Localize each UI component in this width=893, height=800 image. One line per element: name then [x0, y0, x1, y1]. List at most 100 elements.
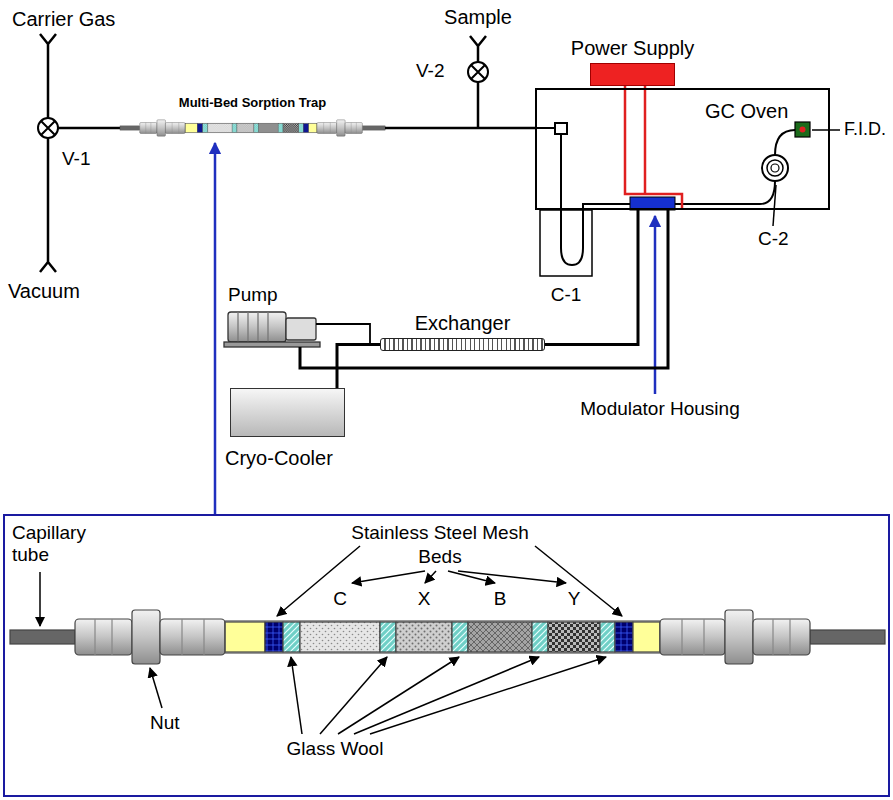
drawing-part	[660, 619, 725, 655]
drawing-part	[532, 622, 548, 652]
drawing-part	[725, 610, 753, 664]
oven-box: GC Oven	[535, 88, 830, 210]
drawing-part	[615, 622, 633, 652]
drawing-part	[95, 619, 112, 655]
part-label: Beds	[418, 546, 461, 568]
drawing-part	[675, 181, 775, 204]
drawing-part	[352, 571, 425, 583]
drawing-part	[286, 318, 316, 340]
drawing-part	[228, 312, 286, 342]
connector	[385, 127, 535, 130]
part-label: Nut	[150, 712, 180, 734]
node-label: Exchanger	[415, 312, 511, 335]
drawing-part	[41, 121, 55, 135]
drawing-part	[182, 619, 204, 655]
drawing-part	[561, 134, 630, 265]
drawing-part	[548, 622, 600, 652]
drawing-part	[753, 619, 810, 655]
cryo-cooler-box: Cryo-Cooler	[230, 388, 345, 437]
drawing-part	[370, 657, 606, 734]
drawing-part	[633, 622, 660, 652]
drawing-part	[800, 127, 806, 133]
node-label: Power Supply	[571, 37, 694, 60]
drawing-part	[277, 546, 360, 616]
part-label: Modulator Housing	[580, 398, 739, 420]
leader-arrows	[40, 546, 622, 734]
node-label: Cryo-Cooler	[225, 447, 333, 470]
drawing-part	[238, 312, 268, 342]
drawing-part	[283, 622, 300, 652]
part-label: Capillary tube	[12, 522, 107, 566]
drawing-part	[132, 610, 160, 664]
trap-assembly: Multi-Bed Sorption Trap	[120, 96, 385, 140]
part-label: Stainless Steel Mesh	[351, 522, 528, 544]
carrier-gas-line	[40, 34, 486, 272]
drawing-part	[354, 657, 539, 734]
drawing-part	[225, 622, 265, 652]
column-label: C-2	[758, 228, 789, 250]
valve-label: V-1	[62, 148, 91, 170]
fid-symbol	[795, 122, 810, 137]
drawing-part	[775, 130, 795, 155]
bed-letter: X	[418, 588, 431, 610]
drawing-part	[75, 619, 132, 655]
drawing-part	[291, 657, 302, 734]
part-label: Pump	[228, 284, 278, 306]
oven-plumbing	[535, 123, 840, 276]
trap-miniature	[120, 120, 385, 136]
drawing-part	[471, 65, 485, 79]
drawing-part	[540, 210, 592, 276]
drawing-part	[425, 571, 436, 583]
drawing-part	[225, 621, 660, 653]
drawing-part	[224, 342, 320, 347]
power-lead	[644, 86, 647, 194]
part-label: Glass Wool	[287, 738, 384, 760]
drawing-part	[773, 619, 790, 655]
drawing-part	[320, 657, 387, 734]
power-supply-box: Power Supply	[590, 63, 675, 86]
outlet-label: Vacuum	[8, 280, 80, 303]
node-label: GC Oven	[705, 100, 788, 123]
drawing-part	[40, 138, 56, 272]
drawing-part	[265, 622, 283, 652]
bed-letter: C	[333, 588, 347, 610]
inlet-label: Sample	[444, 6, 512, 29]
node-label: Multi-Bed Sorption Trap	[179, 96, 326, 111]
drawing-part	[458, 571, 566, 583]
drawing-part	[337, 86, 682, 388]
detail-frame	[4, 515, 889, 796]
exchanger-tube: Exchanger	[380, 338, 545, 351]
trap-section	[10, 610, 885, 664]
drawing-part	[380, 622, 396, 652]
detail-pointer	[214, 143, 217, 515]
drawing-part	[468, 62, 488, 82]
drawing-part	[39, 572, 41, 626]
valve-label: V-2	[416, 60, 445, 82]
connector	[545, 210, 638, 345]
drawing-part	[468, 622, 532, 652]
drawing-part	[810, 630, 885, 644]
drawing-part	[10, 630, 75, 644]
drawing-part	[38, 118, 58, 138]
inlet-label: Carrier Gas	[12, 8, 115, 31]
drawing-part	[535, 127, 555, 129]
bed-letter: B	[494, 588, 507, 610]
drawing-part	[771, 164, 779, 172]
drawing-part	[762, 155, 788, 181]
drawing-part	[150, 668, 162, 708]
connector	[625, 86, 682, 210]
drawing-part	[58, 127, 121, 130]
drawing-part	[40, 34, 56, 118]
drawing-part	[160, 619, 225, 655]
drawing-part	[812, 129, 840, 131]
drawing-part	[682, 619, 704, 655]
drawing-part	[795, 122, 810, 137]
drawing-part	[396, 622, 452, 652]
drawing-part	[773, 185, 776, 226]
pump-symbol	[224, 312, 320, 347]
drawing-part	[316, 324, 370, 345]
connector	[337, 345, 380, 389]
drawing-part	[300, 622, 380, 652]
